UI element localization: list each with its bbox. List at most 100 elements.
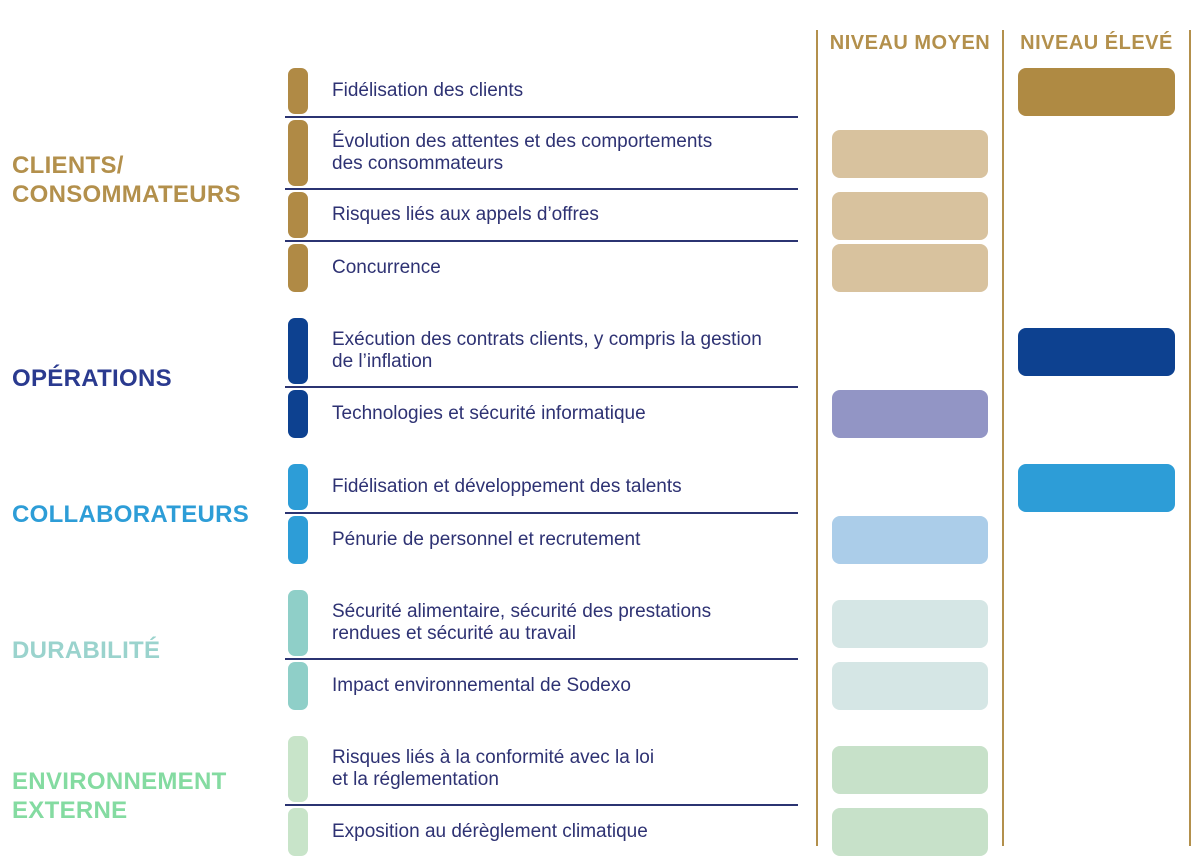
cell-niveau-moyen	[817, 660, 1003, 712]
cell-niveau-moyen	[817, 388, 1003, 440]
cell-niveau-moyen	[817, 514, 1003, 566]
risk-item-label: Fidélisation et développement des talent…	[332, 476, 682, 497]
risk-item: Exposition au dérèglement climatique	[285, 806, 798, 858]
cell-niveau-moyen	[817, 588, 1003, 660]
risk-level-pill-moyen	[832, 130, 988, 178]
cell-niveau-eleve	[1003, 806, 1190, 858]
risk-item: Évolution des attentes et des comporteme…	[285, 118, 798, 190]
risk-item: Fidélisation et développement des talent…	[285, 462, 798, 514]
risk-item: Impact environnemental de Sodexo	[285, 660, 798, 712]
column-header-niveau-eleve: NIVEAU ÉLEVÉ	[1020, 32, 1173, 54]
risk-item: Sécurité alimentaire, sécurité des prest…	[285, 588, 798, 660]
risk-marker-icon	[288, 68, 308, 114]
risk-marker-icon	[288, 318, 308, 384]
risk-level-pill-moyen	[832, 192, 988, 240]
cell-niveau-eleve	[1003, 66, 1190, 118]
risk-row: Sécurité alimentaire, sécurité des prest…	[285, 588, 1200, 660]
cell-niveau-moyen	[817, 316, 1003, 388]
cell-niveau-eleve	[1003, 734, 1190, 806]
risk-marker-icon	[288, 590, 308, 656]
risk-row: Exposition au dérèglement climatique	[285, 806, 1200, 858]
risk-level-pill-moyen	[832, 808, 988, 856]
cell-niveau-eleve	[1003, 660, 1190, 712]
risk-item-label: Sécurité alimentaire, sécurité des prest…	[332, 601, 712, 644]
risk-marker-icon	[288, 736, 308, 802]
cell-niveau-eleve	[1003, 588, 1190, 660]
risk-item: Pénurie de personnel et recrutement	[285, 514, 798, 566]
risk-row: Exécution des contrats clients, y compri…	[285, 316, 1200, 388]
risk-row: Technologies et sécurité informatique	[285, 388, 1200, 440]
cell-niveau-eleve	[1003, 388, 1190, 440]
risk-section: OPÉRATIONS Exécution des contrats client…	[0, 316, 1200, 440]
risk-item: Fidélisation des clients	[285, 66, 798, 118]
section-label: DURABILITÉ	[12, 636, 161, 664]
risk-level-pill-eleve	[1018, 68, 1175, 116]
risk-row: Risques liés à la conformité avec la loi…	[285, 734, 1200, 806]
cell-niveau-moyen	[817, 806, 1003, 858]
risk-item-label: Impact environnemental de Sodexo	[332, 675, 631, 696]
cell-niveau-moyen	[817, 462, 1003, 514]
risk-section: CLIENTS/ CONSOMMATEURS Fidélisation des …	[0, 66, 1200, 294]
risk-marker-icon	[288, 464, 308, 510]
cell-niveau-moyen	[817, 242, 1003, 294]
risk-level-pill-moyen	[832, 600, 988, 648]
risk-marker-icon	[288, 516, 308, 564]
risk-level-pill-moyen	[832, 662, 988, 710]
cell-niveau-eleve	[1003, 118, 1190, 190]
cell-niveau-moyen	[817, 66, 1003, 118]
risk-marker-icon	[288, 390, 308, 438]
cell-niveau-moyen	[817, 118, 1003, 190]
risk-level-pill-moyen	[832, 244, 988, 292]
risk-row: Risques liés aux appels d’offres	[285, 190, 1200, 242]
risk-item: Risques liés à la conformité avec la loi…	[285, 734, 798, 806]
cell-niveau-eleve	[1003, 462, 1190, 514]
risk-item-label: Risques liés à la conformité avec la loi…	[332, 747, 655, 790]
risk-item-label: Risques liés aux appels d’offres	[332, 204, 599, 225]
risk-marker-icon	[288, 192, 308, 238]
section-label: OPÉRATIONS	[12, 364, 172, 392]
risk-item: Concurrence	[285, 242, 798, 294]
risk-item-label: Exposition au dérèglement climatique	[332, 821, 648, 842]
risk-row: Impact environnemental de Sodexo	[285, 660, 1200, 712]
risk-section: ENVIRONNEMENT EXTERNE Risques liés à la …	[0, 734, 1200, 858]
section-label: ENVIRONNEMENT EXTERNE	[12, 768, 227, 824]
section-rows: Fidélisation et développement des talent…	[285, 462, 1200, 566]
column-divider	[816, 30, 818, 846]
risk-marker-icon	[288, 244, 308, 292]
risk-marker-icon	[288, 808, 308, 856]
risk-level-pill-moyen	[832, 390, 988, 438]
section-label: COLLABORATEURS	[12, 500, 250, 528]
cell-niveau-eleve	[1003, 190, 1190, 242]
section-rows: Fidélisation des clients Évolution des a…	[285, 66, 1200, 294]
risk-row: Évolution des attentes et des comporteme…	[285, 118, 1200, 190]
column-headers: NIVEAU MOYEN NIVEAU ÉLEVÉ	[0, 0, 1200, 66]
risk-item: Technologies et sécurité informatique	[285, 388, 798, 440]
risk-level-pill-eleve	[1018, 328, 1175, 376]
risk-item-label: Évolution des attentes et des comporteme…	[332, 131, 713, 174]
risk-level-pill-eleve	[1018, 464, 1175, 512]
risk-section: DURABILITÉ Sécurité alimentaire, sécurit…	[0, 588, 1200, 712]
cell-niveau-eleve	[1003, 242, 1190, 294]
risk-marker-icon	[288, 120, 308, 186]
cell-niveau-moyen	[817, 734, 1003, 806]
risk-item-label: Pénurie de personnel et recrutement	[332, 529, 641, 550]
risk-item-label: Fidélisation des clients	[332, 80, 524, 101]
risk-item: Exécution des contrats clients, y compri…	[285, 316, 798, 388]
column-header-niveau-moyen: NIVEAU MOYEN	[829, 32, 991, 54]
risk-section: COLLABORATEURS Fidélisation et développe…	[0, 462, 1200, 566]
cell-niveau-eleve	[1003, 514, 1190, 566]
section-label: CLIENTS/ CONSOMMATEURS	[12, 152, 241, 208]
risk-marker-icon	[288, 662, 308, 710]
risk-row: Fidélisation et développement des talent…	[285, 462, 1200, 514]
risk-row: Concurrence	[285, 242, 1200, 294]
risk-row: Fidélisation des clients	[285, 66, 1200, 118]
risk-item: Risques liés aux appels d’offres	[285, 190, 798, 242]
section-rows: Sécurité alimentaire, sécurité des prest…	[285, 588, 1200, 712]
risk-item-label: Technologies et sécurité informatique	[332, 403, 646, 424]
column-divider	[1189, 30, 1191, 846]
risk-level-pill-moyen	[832, 516, 988, 564]
risk-item-label: Concurrence	[332, 257, 441, 278]
risk-sections: CLIENTS/ CONSOMMATEURS Fidélisation des …	[0, 66, 1200, 858]
risk-item-label: Exécution des contrats clients, y compri…	[332, 329, 762, 372]
